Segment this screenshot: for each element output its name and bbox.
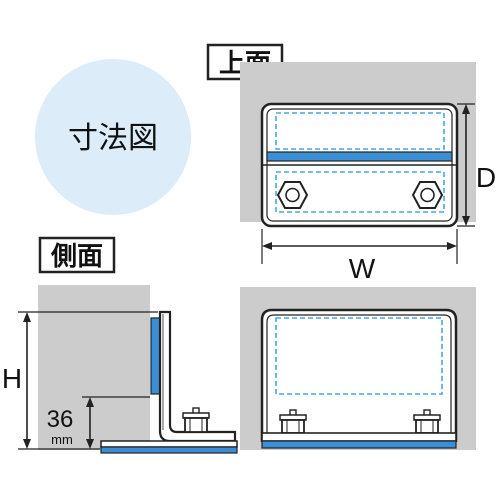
top-view-bolt-left [276,181,309,209]
top-view-bolt-right [411,181,444,209]
top-view-blue-strip [266,151,453,162]
side-view-bolt [182,407,210,433]
side-view-l-bracket [158,310,237,443]
height-dimension [18,311,158,450]
width-dimension [261,229,458,264]
diagram-title: 寸法図 [68,122,158,155]
side-view-base-plate [100,440,238,448]
top-view-dashed-lower [275,171,445,213]
top-view-dashed-upper [275,112,445,150]
front-view-bracket [260,308,458,442]
offset-unit: mm [51,432,73,447]
front-view-base-strip [261,440,457,449]
front-view-dashed-area [275,317,443,395]
offset-dimension [82,396,150,449]
front-view-base-plate [261,432,457,442]
depth-label: D [476,162,496,193]
title-circle [35,59,191,215]
side-view-label: 側面 [50,241,103,271]
side-view-blue-strip [150,317,161,395]
height-label: H [2,363,22,394]
depth-dimension [457,103,475,227]
front-view-bolt-right [413,409,441,434]
offset-value: 36 [47,406,74,433]
width-label: W [349,253,376,284]
side-view-label-box [38,236,116,274]
side-view-base-strip [100,446,238,454]
